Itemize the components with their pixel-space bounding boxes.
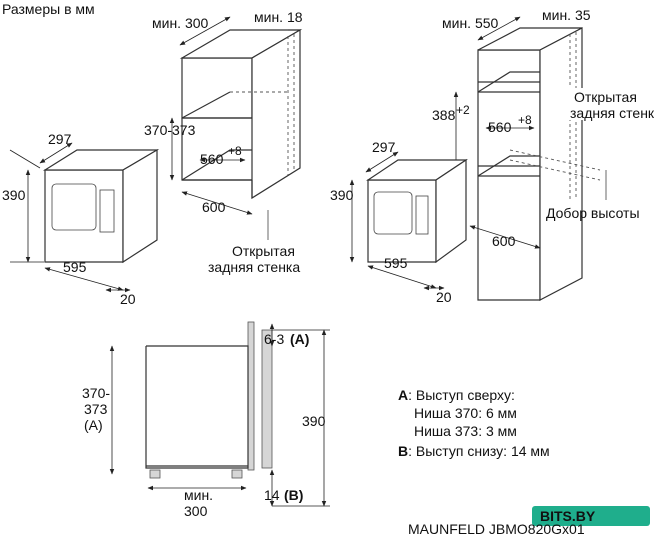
foot-left	[149, 469, 161, 479]
depth-dim	[179, 16, 231, 46]
legend-a-text: : Выступ сверху:	[408, 387, 515, 403]
legend-a-line2: Ниша 370: 6 мм	[414, 405, 517, 421]
tall-width-dim	[469, 225, 541, 249]
cabinet-width-label: 600	[202, 199, 226, 215]
r-oven-depth-dim	[365, 151, 399, 173]
front-panel-top	[247, 321, 255, 471]
tall-open-back-1: Открытая	[574, 89, 637, 105]
legend-a-line1: A: Выступ сверху:	[398, 387, 515, 403]
microwave-right-side	[435, 158, 467, 264]
oven-front-label: 20	[120, 291, 136, 307]
top-left-cabinet: мин. 300 мин. 18 370-373 560 +8 600 Откр…	[144, 9, 303, 275]
open-back-label-2: задняя стенка	[208, 259, 300, 275]
cabinet-upper-front	[181, 57, 253, 119]
shelf-back-1	[477, 71, 540, 93]
section-h-3: (A)	[84, 417, 103, 433]
cabinet-back-label: мин. 18	[254, 9, 303, 25]
tall-open-back-2: задняя стенка	[570, 105, 654, 121]
side-section: 370- 373 (A) 6-3 (A) 390 14 (B) мин. 300	[82, 321, 330, 519]
legend-b-line: B: Выступ снизу: 14 мм	[398, 443, 550, 459]
r-oven-width-label: 595	[384, 255, 408, 271]
r-oven-front-label: 20	[436, 289, 452, 305]
r-oven-width-dim	[367, 265, 437, 289]
height-add-label: Добор высоты	[546, 205, 640, 221]
tall-niche-w-label: 560	[488, 119, 512, 135]
tall-niche-w-tol: +8	[518, 113, 532, 127]
legend-a-letter: A	[398, 387, 408, 403]
top-right-cabinet: мин. 550 мин. 35 388 +2 560 +8 600 Откры…	[432, 7, 654, 301]
niche-back-line	[181, 91, 231, 119]
watermark: BITS.BY MAUNFELD JBMO820Gx01	[408, 506, 650, 537]
oven-depth-dim	[39, 142, 73, 164]
tall-niche-h-label: 388	[432, 107, 456, 123]
microwave-right-window	[373, 191, 413, 235]
front-panel	[261, 329, 273, 469]
min-depth-2: 300	[184, 503, 208, 519]
microwave-door-window	[51, 183, 97, 231]
niche-width-label: 560	[200, 151, 224, 167]
top-gap-label: 6-3	[264, 331, 284, 347]
oven-height-label: 390	[2, 187, 26, 203]
top-left-microwave: 297 390 595 20	[2, 131, 160, 307]
tall-depth-dim	[477, 16, 521, 41]
oven-h-ext	[9, 149, 41, 169]
legend-a-line3: Ниша 373: 3 мм	[414, 423, 517, 439]
section-h-1: 370-	[82, 385, 110, 401]
microwave-right-panel	[415, 195, 429, 235]
cabinet-width-dim	[181, 191, 253, 215]
tall-width-label: 600	[492, 233, 516, 249]
legend: A: Выступ сверху: Ниша 370: 6 мм Ниша 37…	[398, 387, 550, 459]
watermark-logo: BITS.BY	[540, 508, 596, 524]
total-height-label: 390	[302, 413, 326, 429]
shelf-back-2	[477, 155, 540, 177]
watermark-badge	[532, 506, 650, 526]
cabinet-side	[251, 28, 301, 200]
oven-width-dim	[44, 267, 124, 291]
top-right-microwave: 297 390 595 20	[330, 139, 468, 305]
tall-cabinet-front	[477, 49, 541, 301]
section-h-2: 373	[84, 401, 108, 417]
open-back-bg	[568, 88, 652, 120]
bottom-gap-label: 14	[264, 487, 280, 503]
tall-back-label: мин. 35	[542, 7, 591, 23]
oven-depth-label: 297	[48, 131, 72, 147]
tall-niche-h-tol: +2	[456, 103, 470, 117]
niche-section	[145, 345, 249, 469]
bottom-gap-letter: (B)	[284, 487, 303, 503]
niche-height-label: 370-373	[144, 122, 196, 138]
legend-b-letter: B	[398, 443, 408, 459]
model-label: MAUNFELD JBMO820Gx01	[408, 521, 585, 537]
diagram-title: Размеры в мм	[2, 1, 95, 17]
min-depth-1: мин.	[184, 487, 213, 503]
niche-floor	[181, 149, 252, 181]
legend-b-text: : Выступ снизу: 14 мм	[408, 443, 550, 459]
r-oven-height-label: 390	[330, 187, 354, 203]
top-gap-letter: (A)	[290, 331, 309, 347]
cabinet-depth-label: мин. 300	[152, 15, 209, 31]
niche-width-tol: +8	[228, 144, 242, 158]
microwave-panel	[99, 189, 115, 233]
oven-width-label: 595	[63, 259, 87, 275]
r-oven-depth-label: 297	[372, 139, 396, 155]
microwave-side	[122, 148, 158, 264]
tall-depth-label: мин. 550	[442, 15, 499, 31]
foot-right	[231, 469, 243, 479]
open-back-label-1: Открытая	[232, 243, 295, 259]
